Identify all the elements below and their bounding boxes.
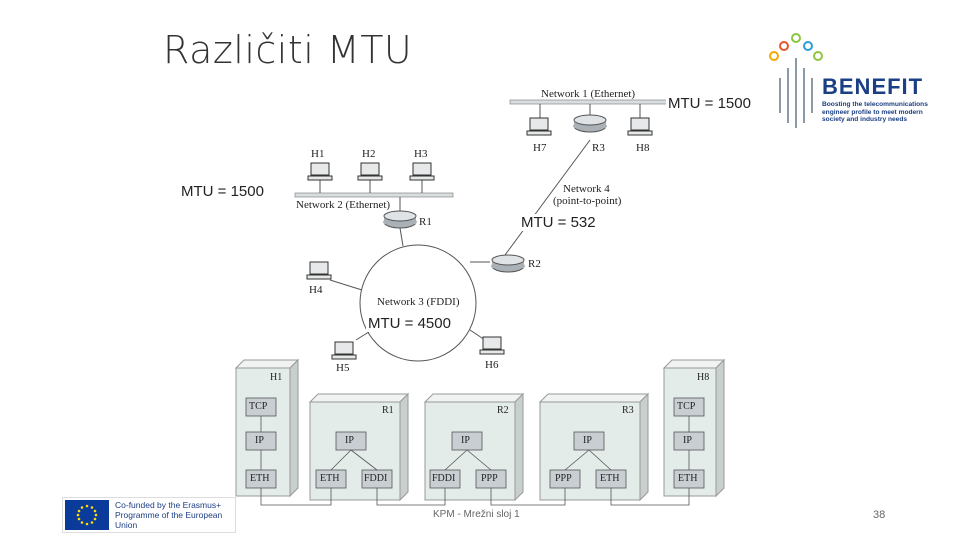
network-2-label: Network 2 (Ethernet): [296, 199, 391, 211]
eu-erasmus-logo: Co-funded by the Erasmus+ Programme of t…: [62, 497, 236, 533]
protocol-stack-diagram: [234, 358, 726, 506]
host-h8-icon: [627, 117, 653, 136]
host-h5-label: H5: [336, 362, 350, 374]
host-h4-icon: [306, 261, 332, 280]
stack-layer: PPP: [555, 473, 572, 484]
network-1-label: Network 1 (Ethernet): [541, 88, 636, 100]
network-4-sublabel: (point-to-point): [553, 195, 622, 207]
page-number: 38: [873, 509, 886, 521]
host-h6-label: H6: [485, 359, 499, 371]
router-r1-label: R1: [419, 216, 432, 228]
mtu-label-network-4: MTU = 532: [519, 214, 598, 231]
stack-layer: TCP: [677, 401, 696, 412]
network-3-label: Network 3 (FDDI): [377, 296, 460, 308]
router-r2-label: R2: [528, 258, 541, 270]
benefit-logo-icon: [769, 33, 823, 128]
stack-layer: ETH: [250, 473, 270, 484]
network-4-label: Network 4: [563, 183, 610, 195]
host-h4-label: H4: [309, 284, 323, 296]
host-h8-label: H8: [636, 142, 650, 154]
host-h2-label: H2: [362, 148, 376, 160]
stack-node-r3: R3: [622, 405, 634, 416]
host-h6-icon: [479, 336, 505, 355]
router-r2-icon: [491, 254, 525, 273]
network-3-ring: [359, 244, 477, 362]
eu-logo-text: Co-funded by the Erasmus+ Programme of t…: [115, 500, 223, 530]
stack-layer: FDDI: [432, 473, 456, 484]
router-r1-icon: [383, 210, 417, 229]
network-4-link: [504, 139, 591, 256]
host-h1-icon: [307, 162, 333, 181]
stack-layer: ETH: [600, 473, 620, 484]
stack-layer: PPP: [481, 473, 498, 484]
mtu-label-network-1: MTU = 1500: [666, 95, 753, 112]
stack-node-h8: H8: [697, 372, 710, 383]
slide-title: Različiti MTU: [163, 28, 413, 72]
router-r3-label: R3: [592, 142, 605, 154]
host-h5-icon: [331, 341, 357, 360]
eu-flag-icon: [65, 500, 109, 530]
stack-layer: IP: [461, 435, 470, 446]
stack-layer: IP: [255, 435, 264, 446]
slide-footer: KPM - Mrežni sloj 1: [433, 509, 520, 520]
stack-node-r2: R2: [497, 405, 509, 416]
stack-layer: TCP: [249, 401, 268, 412]
host-h7-label: H7: [533, 142, 547, 154]
stack-layer: FDDI: [364, 473, 388, 484]
host-h1-label: H1: [311, 148, 325, 160]
benefit-logo-tagline: Boosting the telecommunications engineer…: [822, 101, 928, 123]
stack-layer: IP: [345, 435, 354, 446]
stack-layer: IP: [583, 435, 592, 446]
mtu-label-network-2: MTU = 1500: [179, 183, 266, 200]
mtu-label-network-3: MTU = 4500: [366, 315, 453, 332]
router-r3-icon: [573, 114, 607, 133]
stack-layer: ETH: [320, 473, 340, 484]
network-2-bus: [294, 180, 454, 212]
stack-layer: ETH: [678, 473, 698, 484]
benefit-logo-name: BENEFIT: [822, 74, 924, 99]
host-h2-icon: [357, 162, 383, 181]
stack-layer: IP: [683, 435, 692, 446]
stack-node-r1: R1: [382, 405, 394, 416]
host-h7-icon: [526, 117, 552, 136]
host-h3-icon: [409, 162, 435, 181]
stack-node-h1: H1: [270, 372, 283, 383]
host-h3-label: H3: [414, 148, 428, 160]
